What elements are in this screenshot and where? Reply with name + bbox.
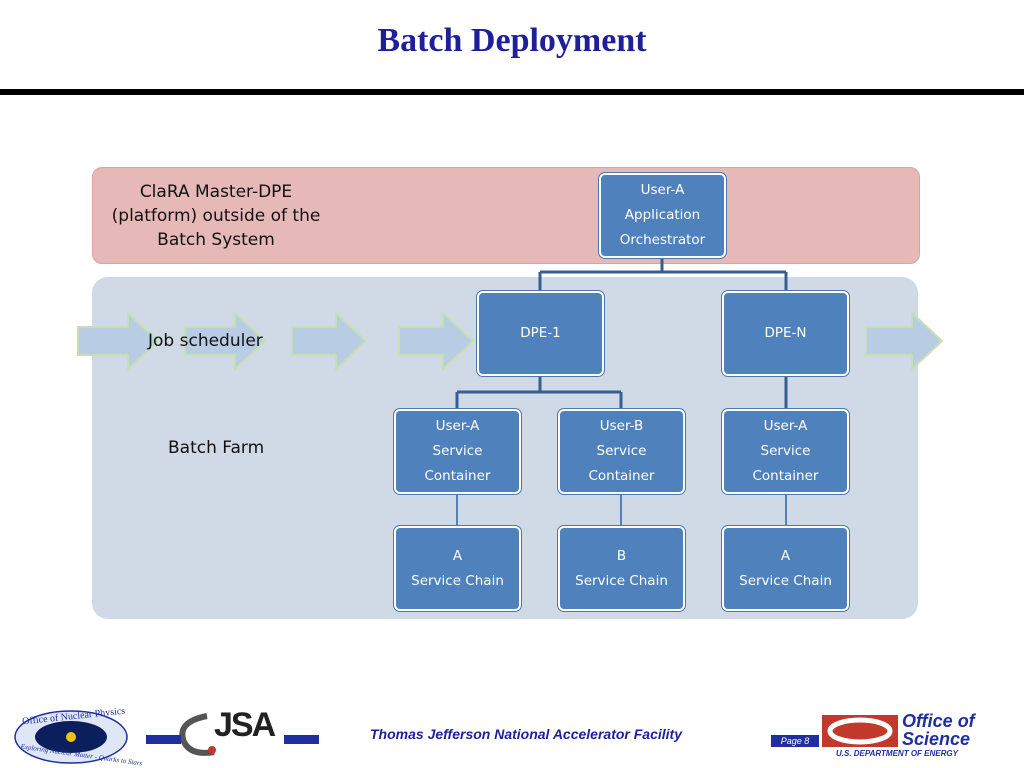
title-divider <box>0 89 1024 95</box>
dpe-n-node: DPE-N <box>722 291 849 376</box>
orchestrator-node: User-A Application Orchestrator <box>599 173 726 258</box>
facility-name: Thomas Jefferson National Accelerator Fa… <box>370 726 682 742</box>
flow-arrow-3 <box>291 310 368 372</box>
node-line: Container <box>424 468 491 484</box>
flow-arrow-1 <box>77 310 160 372</box>
jsa-swoosh-icon <box>179 713 215 756</box>
node-line: B <box>616 547 627 564</box>
footer-bar-left <box>146 735 181 744</box>
node-line: Service Chain <box>575 572 668 589</box>
nuclear-physics-atom <box>66 732 76 742</box>
doe-label: U.S. DEPARTMENT OF ENERGY <box>836 749 958 758</box>
node-line: DPE-N <box>764 325 807 341</box>
node-line: A <box>452 547 463 564</box>
container-user-a-2: User-A Service Container <box>722 409 849 494</box>
node-line: User-A <box>763 418 808 434</box>
node-line: Service <box>596 443 647 459</box>
node-line: Container <box>588 468 655 484</box>
node-line: Service <box>760 443 811 459</box>
service-chain-b: B Service Chain <box>558 526 685 611</box>
node-line: Service <box>432 443 483 459</box>
node-line: DPE-1 <box>520 325 561 341</box>
dpe-1-node: DPE-1 <box>477 291 604 376</box>
jsa-logo-text: JSA <box>214 706 276 744</box>
node-line: Service Chain <box>411 572 504 589</box>
jsa-dot-icon <box>208 746 216 754</box>
node-line: Orchestrator <box>619 232 706 248</box>
node-line: A <box>780 547 791 564</box>
master-dpe-region <box>92 167 920 264</box>
master-dpe-label: ClaRA Master-DPE (platform) outside of t… <box>111 182 321 250</box>
jsa-logo: JSA <box>214 706 276 745</box>
page-number: Page 8 <box>771 735 819 747</box>
flow-arrow-5 <box>865 310 944 372</box>
service-chain-a-1: A Service Chain <box>394 526 521 611</box>
page-title: Batch Deployment <box>377 22 647 59</box>
flow-arrow-4 <box>398 310 475 372</box>
batch-farm-label: Batch Farm <box>168 438 265 458</box>
node-line: Service Chain <box>739 572 832 589</box>
node-line: User-B <box>599 418 644 434</box>
office-of-science-logo: Office of Science <box>902 712 975 748</box>
job-scheduler-label: Job scheduler <box>148 331 263 351</box>
node-line: Container <box>752 468 819 484</box>
office-science-ring <box>827 717 893 745</box>
office-logo-line2: Science <box>902 729 971 749</box>
node-line: User-A <box>640 182 685 198</box>
node-line: User-A <box>435 418 480 434</box>
office-logo-line1: Office of <box>902 711 975 731</box>
flow-arrow-2 <box>184 310 267 372</box>
footer-bar-mid <box>284 735 319 744</box>
node-line: Application <box>624 207 701 223</box>
container-user-b: User-B Service Container <box>558 409 685 494</box>
service-chain-a-2: A Service Chain <box>722 526 849 611</box>
container-user-a-1: User-A Service Container <box>394 409 521 494</box>
